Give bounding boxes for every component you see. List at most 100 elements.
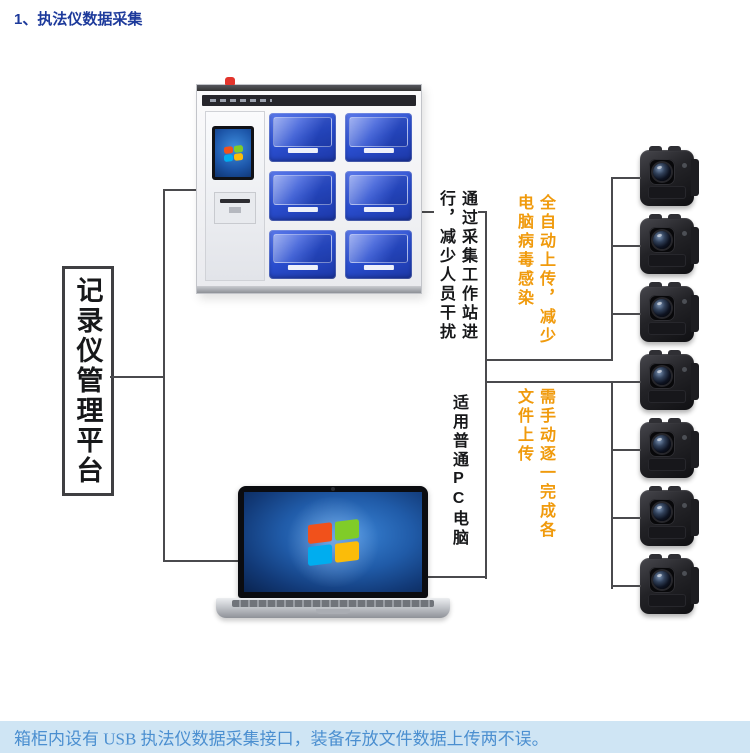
camera-button bbox=[649, 350, 662, 355]
kiosk-screen-wallpaper bbox=[215, 129, 251, 177]
camera-button bbox=[649, 282, 662, 287]
camera-panel bbox=[648, 322, 686, 335]
camera-lens-housing bbox=[649, 227, 675, 253]
camera-lens-icon bbox=[653, 231, 671, 249]
body-camera bbox=[640, 282, 699, 342]
camera-button bbox=[668, 554, 681, 559]
camera-lens-housing bbox=[649, 295, 675, 321]
door-window bbox=[349, 175, 408, 205]
camera-connector-line bbox=[612, 517, 641, 519]
door-window bbox=[273, 233, 332, 264]
camera-lens-icon bbox=[653, 163, 671, 181]
camera-led bbox=[682, 163, 687, 168]
laptop-screen bbox=[238, 486, 428, 598]
camera-button bbox=[668, 146, 681, 151]
laptop-base bbox=[216, 598, 450, 618]
camera-lens-icon bbox=[653, 503, 671, 521]
annotation-pc: 适用普通PC电脑 bbox=[450, 394, 467, 548]
windows-logo-icon bbox=[223, 144, 243, 162]
camera-led bbox=[682, 503, 687, 508]
line-box-to-trunk bbox=[110, 376, 165, 378]
camera-panel bbox=[648, 254, 686, 267]
door-label bbox=[363, 206, 394, 212]
webcam-icon bbox=[331, 487, 335, 491]
camera-button bbox=[649, 486, 662, 491]
cabinet-info-band bbox=[202, 95, 416, 106]
line-trunk-to-top-bracket bbox=[485, 359, 613, 361]
doors-grid bbox=[269, 113, 412, 279]
footer-text: 箱柜内设有 USB 执法仪数据采集接口，装备存放文件数据上传两不误。 bbox=[14, 729, 549, 749]
camera-lens-housing bbox=[649, 159, 675, 185]
alarm-beacon-icon bbox=[225, 77, 235, 85]
camera-button bbox=[668, 214, 681, 219]
collection-workstation-cabinet bbox=[196, 77, 422, 294]
camera-button bbox=[649, 554, 662, 559]
laptop-keyboard bbox=[232, 600, 434, 607]
camera-led bbox=[682, 231, 687, 236]
camera-panel bbox=[648, 186, 686, 199]
camera-lens-housing bbox=[649, 363, 675, 389]
door-label bbox=[287, 264, 318, 270]
cabinet-door bbox=[269, 171, 336, 221]
windows-logo-icon bbox=[307, 518, 359, 566]
bottom-camera-bracket bbox=[611, 381, 613, 589]
camera-button bbox=[649, 146, 662, 151]
body-camera bbox=[640, 214, 699, 274]
camera-panel bbox=[648, 458, 686, 471]
camera-led bbox=[682, 367, 687, 372]
camera-button bbox=[668, 282, 681, 287]
camera-connector-line bbox=[612, 449, 641, 451]
camera-led bbox=[682, 435, 687, 440]
camera-panel bbox=[648, 594, 686, 607]
camera-panel bbox=[648, 526, 686, 539]
right-trunk-line bbox=[485, 211, 487, 579]
door-window bbox=[273, 117, 332, 147]
camera-lens-housing bbox=[649, 431, 675, 457]
body-camera bbox=[640, 146, 699, 206]
camera-lens-housing bbox=[649, 567, 675, 593]
kiosk-screen bbox=[212, 126, 254, 180]
line-laptop-to-right-trunk bbox=[428, 576, 487, 578]
line-trunk-to-bottom-bracket bbox=[485, 381, 613, 383]
camera-button bbox=[649, 418, 662, 423]
door-label bbox=[287, 148, 318, 154]
left-trunk-line bbox=[163, 189, 165, 562]
door-label bbox=[363, 264, 394, 270]
body-camera bbox=[640, 350, 699, 410]
annotation-workstation: 通过采集工作站进行，减少人员干扰 bbox=[434, 190, 478, 346]
door-window bbox=[273, 175, 332, 205]
platform-box: 记录仪管理平台 bbox=[62, 266, 114, 496]
footer-bar: 箱柜内设有 USB 执法仪数据采集接口，装备存放文件数据上传两不误。 bbox=[0, 721, 750, 753]
door-label bbox=[287, 206, 318, 212]
line-trunk-to-cabinet bbox=[163, 189, 198, 191]
door-window bbox=[349, 117, 408, 147]
annotation-auto-upload: 全自动上传，减少电脑病毒感染 bbox=[515, 194, 554, 346]
camera-button bbox=[668, 418, 681, 423]
line-trunk-to-laptop bbox=[163, 560, 241, 562]
camera-connector-line bbox=[612, 381, 641, 383]
kiosk-button bbox=[229, 207, 241, 213]
camera-button bbox=[649, 214, 662, 219]
laptop-trackpad bbox=[316, 609, 350, 614]
laptop-wallpaper bbox=[244, 492, 422, 592]
camera-lens-icon bbox=[653, 299, 671, 317]
camera-connector-line bbox=[612, 313, 641, 315]
camera-led bbox=[682, 571, 687, 576]
camera-connector-line bbox=[612, 177, 641, 179]
annotation-manual-upload: 需手动逐一完成各文件上传 bbox=[515, 388, 554, 540]
door-label bbox=[363, 148, 394, 154]
cabinet-door bbox=[269, 113, 336, 163]
page-title: 1、执法仪数据采集 bbox=[14, 11, 143, 28]
card-slot bbox=[220, 199, 250, 203]
body-camera bbox=[640, 554, 699, 614]
cabinet-door bbox=[345, 171, 412, 221]
camera-lens-icon bbox=[653, 367, 671, 385]
kiosk-panel bbox=[205, 111, 265, 281]
camera-button bbox=[668, 350, 681, 355]
camera-lens-icon bbox=[653, 435, 671, 453]
camera-lens-housing bbox=[649, 499, 675, 525]
platform-label: 记录仪管理平台 bbox=[72, 276, 103, 486]
door-window bbox=[349, 233, 408, 264]
body-camera bbox=[640, 418, 699, 478]
